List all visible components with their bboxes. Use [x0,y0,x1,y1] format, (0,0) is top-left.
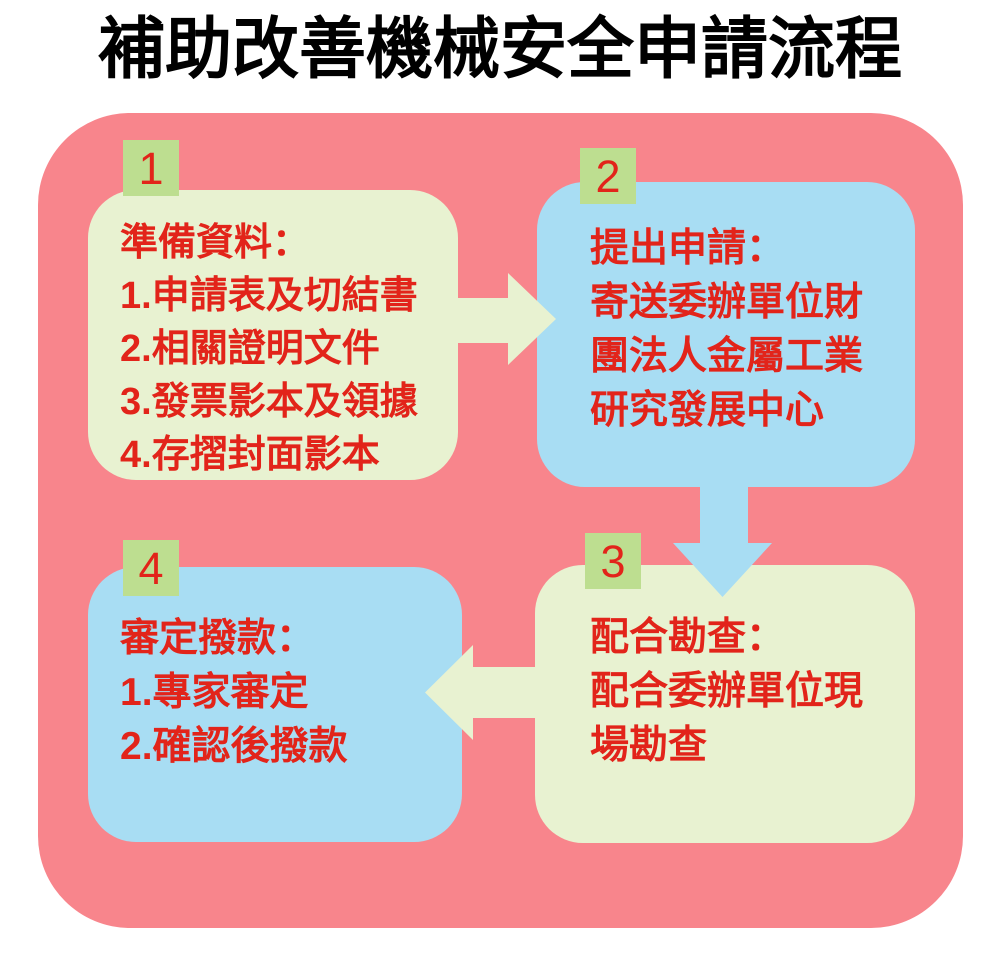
step-text-line: 場勘查 [590,724,708,767]
step-3-text: 配合勘查： 配合委辦單位現 場勘查 [590,611,863,773]
step-2-badge: 2 [580,148,636,204]
step-4-text: 審定撥款： 1.專家審定 2.確認後撥款 [120,612,348,774]
step-text-line: 研究發展中心 [590,389,825,432]
step-text-line: 提出申請： [590,227,786,270]
step-text-line: 1.申請表及切結書 [120,275,418,317]
step-text-line: 4.存摺封面影本 [120,434,380,476]
step-text-line: 2.確認後撥款 [120,725,348,768]
step-2-text: 提出申請： 寄送委辦單位財 團法人金屬工業 研究發展中心 [590,222,863,438]
step-text-line: 審定撥款： [120,617,316,660]
step-4-badge: 4 [123,540,179,596]
step-text-line: 配合勘查： [590,616,786,659]
step-1-box: 準備資料： 1.申請表及切結書 2.相關證明文件 3.發票影本及領據 4.存摺封… [88,190,458,480]
step-3-badge: 3 [585,533,641,589]
step-text-line: 3.發票影本及領據 [120,381,418,423]
step-1-text: 準備資料： 1.申請表及切結書 2.相關證明文件 3.發票影本及領據 4.存摺封… [120,217,418,482]
step-text-line: 2.相關證明文件 [120,328,380,370]
step-text-line: 準備資料： [120,222,311,264]
step-text-line: 寄送委辦單位財 [590,281,864,324]
step-2-box: 提出申請： 寄送委辦單位財 團法人金屬工業 研究發展中心 [537,182,915,487]
page-title: 補助改善機械安全申請流程 [98,12,902,87]
step-text-line: 配合委辦單位現 [590,670,864,713]
step-1-badge: 1 [123,140,179,196]
step-text-line: 1.專家審定 [120,671,309,714]
step-3-box: 配合勘查： 配合委辦單位現 場勘查 [535,565,915,843]
step-text-line: 團法人金屬工業 [590,335,864,378]
step-4-box: 審定撥款： 1.專家審定 2.確認後撥款 [88,567,462,842]
